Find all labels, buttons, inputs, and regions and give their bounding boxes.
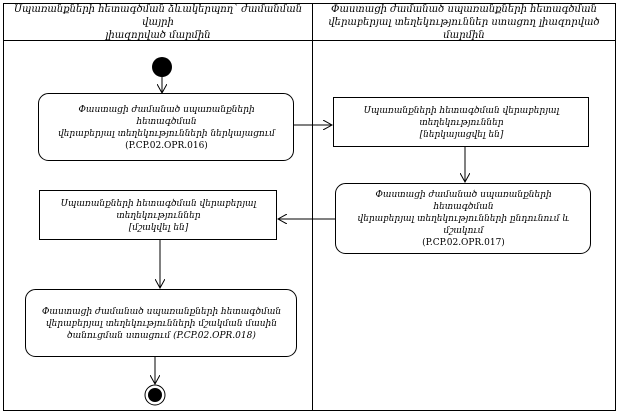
lane-title-right-line-1: Փաստացի ժամանած սպառանքների հետագծման: [331, 3, 597, 15]
action-receive: Փաստացի ժամանած սպառանքների հետագծման վե…: [26, 290, 297, 357]
lane-title-left-line-1: Սպառանքների հետագծման ձևակերպող` ժամանմա…: [13, 3, 303, 28]
object-submitted-line-1: Սպառանքների հետագծման վերաբերյալ: [363, 105, 560, 116]
object-submitted-state: [ներկայացվել են]: [419, 129, 504, 140]
object-submitted: Սպառանքների հետագծման վերաբերյալ տեղեկու…: [334, 98, 589, 147]
action-accept-box: [335, 183, 591, 254]
action-receive-line-3: ծանուցման ստացում (P.CP.02.OPR.018): [67, 330, 256, 341]
lane-title-left: Սպառանքների հետագծման ձևակերպող` ժամանմա…: [6, 3, 310, 41]
object-processed-box: [39, 190, 277, 240]
object-submitted-box: [333, 97, 589, 147]
action-accept: Փաստացի ժամանած սպառանքների հետագծման վե…: [336, 184, 591, 254]
object-processed-line-2: տեղեկություններ: [116, 210, 201, 221]
initial-node: [152, 57, 172, 77]
action-present-line-1: Փաստացի ժամանած սպառանքների հետագծման: [78, 104, 255, 127]
action-accept-line-3: մշակում: [443, 226, 484, 236]
action-present-box: [38, 93, 294, 161]
lane-title-left-line-2: լիազորված մարմին: [105, 29, 211, 41]
diagram-frame: [3, 3, 616, 411]
object-processed: Սպառանքների հետագծման վերաբերյալ տեղեկու…: [40, 191, 277, 240]
object-processed-line-1: Սպառանքների հետագծման վերաբերյալ: [60, 198, 257, 209]
object-processed-state: [մշակվել են]: [128, 222, 189, 233]
action-accept-line-1: Փաստացի ժամանած սպառանքների հետագծման: [375, 190, 552, 212]
action-present: Փաստացի ժամանած սպառանքների հետագծման վե…: [39, 94, 294, 161]
action-present-line-2: վերաբերյալ տեղեկությունների ներկայացում: [58, 128, 275, 139]
action-receive-line-1: Փաստացի ժամանած սպառանքների հետագծման: [41, 306, 282, 317]
action-receive-line-2: վերաբերյալ տեղեկությունների մշակման մասի…: [45, 318, 277, 329]
lane-title-right: Փաստացի ժամանած սպառանքների հետագծման վե…: [315, 3, 613, 41]
lane-title-right-line-2: վերաբերյալ տեղեկություններ ստացող լիազոր…: [328, 16, 600, 41]
final-node: [148, 388, 162, 402]
action-present-code: (P.CP.02.OPR.016): [125, 140, 208, 151]
object-submitted-line-2: տեղեկություններ: [419, 117, 504, 128]
action-receive-box: [25, 289, 297, 357]
action-accept-line-2: վերաբերյալ տեղեկությունների ընդունում և: [357, 214, 570, 224]
action-accept-code: (P.CP.02.OPR.017): [422, 238, 505, 248]
